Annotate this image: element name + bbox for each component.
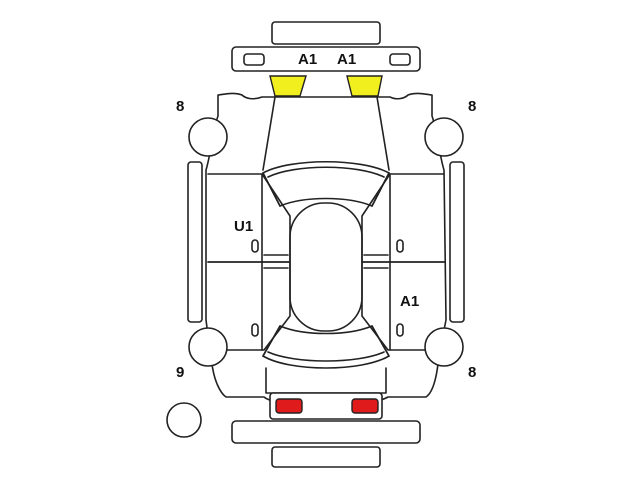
right-door-trims — [363, 254, 389, 269]
label-rear-left-wheel: 9 — [176, 364, 184, 381]
rear-window-inner — [267, 351, 385, 362]
left-rear-door-handle — [251, 323, 259, 337]
hood-outline — [262, 96, 390, 171]
label-left-front-door: U1 — [234, 218, 253, 235]
rear-left-wheel — [188, 327, 228, 367]
trunk-outline — [265, 367, 387, 394]
headlight-left — [269, 75, 307, 97]
headlight-right — [346, 75, 383, 97]
front-bumper — [231, 46, 421, 72]
front-fog-lamp-left — [243, 53, 265, 66]
right-side-sill — [449, 161, 465, 323]
label-front-bumper-right: A1 — [337, 51, 356, 68]
left-door-trims — [263, 254, 289, 269]
roof — [289, 202, 363, 332]
front-fog-lamp-right — [389, 53, 411, 66]
right-front-door-handle — [396, 239, 404, 253]
left-side-sill — [187, 161, 203, 323]
windshield-inner — [267, 166, 385, 178]
front-bumper-top-bar — [271, 21, 381, 45]
label-front-left-wheel: 8 — [176, 98, 184, 115]
rear-bumper-bottom-bar — [271, 446, 381, 468]
windshield — [262, 160, 390, 207]
right-rear-door-handle — [396, 323, 404, 337]
taillight-right — [351, 398, 379, 414]
label-front-right-wheel: 8 — [468, 98, 476, 115]
front-left-wheel — [188, 117, 228, 157]
taillight-left — [275, 398, 303, 414]
spare-tire — [166, 402, 202, 438]
rear-right-wheel — [424, 327, 464, 367]
front-right-wheel — [424, 117, 464, 157]
label-rear-right-wheel: 8 — [468, 364, 476, 381]
label-right-rear-door: A1 — [400, 293, 419, 310]
label-front-bumper-left: A1 — [298, 51, 317, 68]
left-front-door-handle — [251, 239, 259, 253]
rear-bumper — [231, 420, 421, 444]
